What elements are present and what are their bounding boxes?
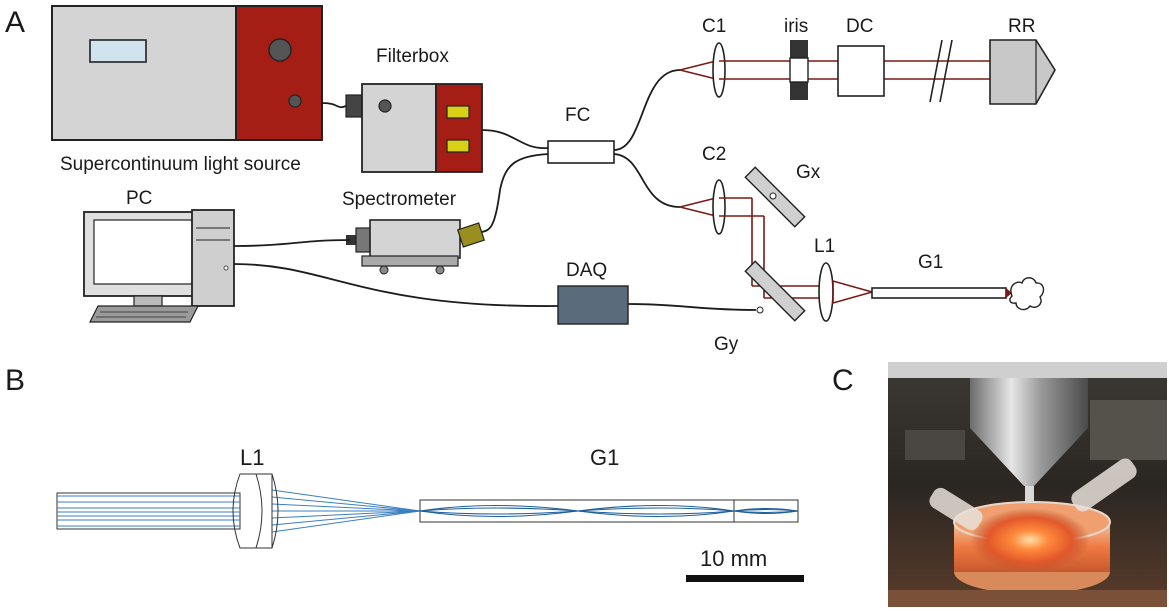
filterbox-label: Filterbox	[376, 46, 449, 67]
rr-label: RR	[1008, 16, 1035, 37]
c1-label: C1	[702, 16, 726, 37]
g1-label: G1	[918, 252, 943, 273]
iris-label: iris	[784, 16, 808, 37]
panel-a-letter: A	[5, 6, 25, 39]
pc-label: PC	[126, 188, 152, 209]
daq-box	[557, 285, 629, 325]
ray-trace-diagram	[56, 473, 799, 549]
spectrometer	[346, 219, 485, 275]
c2-label: C2	[702, 144, 726, 165]
reference-arm	[679, 39, 1056, 105]
gx-label: Gx	[796, 162, 821, 183]
experiment-photo	[888, 362, 1167, 607]
gy-label: Gy	[714, 334, 739, 355]
daq-label: DAQ	[566, 260, 607, 281]
fiber-cables	[233, 69, 757, 311]
dc-label: DC	[846, 16, 873, 37]
supercontinuum-light-source	[51, 5, 323, 141]
l1-label: L1	[814, 236, 835, 257]
scale-bar	[686, 575, 804, 582]
panel-b-l1-label: L1	[240, 445, 264, 470]
panel-b-g1-label: G1	[590, 445, 619, 470]
sample-arm	[679, 166, 1045, 322]
fiber-coupler	[547, 140, 615, 164]
panel-c-letter: C	[832, 364, 854, 397]
scale-bar-label: 10 mm	[700, 546, 767, 571]
filterbox	[345, 83, 483, 173]
panel-b-letter: B	[5, 364, 25, 397]
fc-label: FC	[565, 105, 590, 126]
pc-computer	[83, 209, 235, 323]
supercontinuum-label: Supercontinuum light source	[60, 154, 301, 175]
spectrometer-label: Spectrometer	[342, 189, 457, 210]
